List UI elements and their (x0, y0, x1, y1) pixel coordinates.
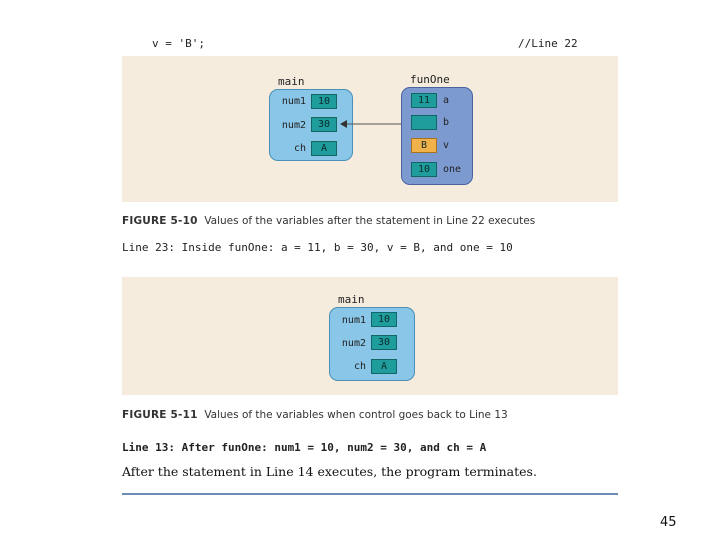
main-frame-label: main (278, 75, 305, 88)
a-label: a (443, 95, 450, 106)
one-label: one (443, 164, 462, 175)
main-frame-label-2: main (338, 293, 365, 306)
num1-label-2: num1 (341, 315, 366, 326)
figure-5-11-label: FIGURE 5-11 (122, 409, 198, 421)
num1-cell: 10 (311, 94, 337, 109)
num2-cell: 30 (311, 117, 337, 132)
code-line-v-assign: v = 'B'; (152, 37, 205, 50)
figure-5-11-caption: FIGURE 5-11 Values of the variables when… (122, 409, 508, 421)
ch-cell: A (311, 141, 337, 156)
v-label: v (443, 140, 450, 151)
b-cell (411, 115, 437, 130)
figure-5-10-panel: main num1 10 num2 30 ch A funOne 11 a b … (122, 56, 618, 202)
figure-5-11-panel: main num1 10 num2 30 ch A (122, 277, 618, 395)
figure-5-10-label: FIGURE 5-10 (122, 215, 198, 227)
num1-cell-2: 10 (371, 312, 397, 327)
ch-label: ch (293, 143, 306, 154)
code-comment-line-22: //Line 22 (518, 37, 578, 50)
b-label: b (443, 117, 450, 128)
page-number: 45 (660, 515, 677, 530)
termination-text: After the statement in Line 14 executes,… (122, 464, 537, 479)
num2-cell-2: 30 (371, 335, 397, 350)
figure-5-10-caption: FIGURE 5-10 Values of the variables afte… (122, 215, 535, 227)
figure-5-10-caption-text: Values of the variables after the statem… (204, 215, 536, 227)
figure-5-11-caption-text: Values of the variables when control goe… (204, 409, 508, 421)
num1-label: num1 (281, 96, 306, 107)
bottom-rule (122, 493, 618, 495)
one-cell: 10 (411, 162, 437, 177)
v-cell: B (411, 138, 437, 153)
line-23-output: Line 23: Inside funOne: a = 11, b = 30, … (122, 241, 513, 254)
num2-label: num2 (281, 120, 306, 131)
num2-label-2: num2 (341, 338, 366, 349)
line-13-output: Line 13: After funOne: num1 = 10, num2 =… (122, 441, 487, 454)
funone-frame-label: funOne (410, 73, 450, 86)
ch-label-2: ch (353, 361, 366, 372)
a-cell: 11 (411, 93, 437, 108)
ch-cell-2: A (371, 359, 397, 374)
